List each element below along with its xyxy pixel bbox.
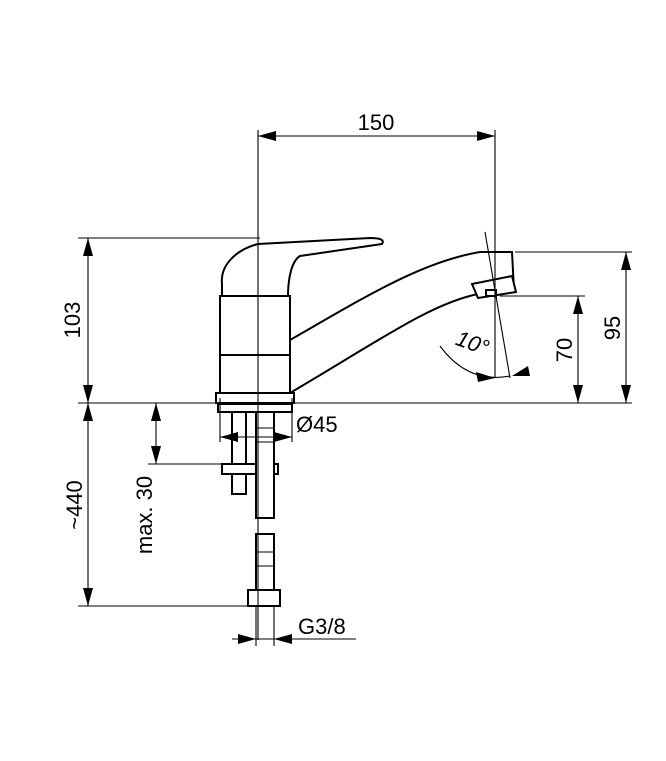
- hose-lower: [255, 533, 275, 591]
- dim-label-150: 150: [358, 110, 395, 135]
- dimension-angle: 10°: [439, 326, 530, 382]
- cartridge-body: [219, 295, 291, 394]
- threaded-rod: [231, 411, 247, 495]
- dim-label-103: 103: [60, 302, 85, 339]
- dim-label-70: 70: [552, 338, 577, 362]
- mounting-assembly: [217, 403, 293, 607]
- spout: [289, 251, 516, 395]
- dimension-height-spout-outer: 95: [600, 252, 631, 403]
- hose-upper: [255, 411, 275, 519]
- hose-nut: [247, 589, 281, 607]
- lever-handle: [220, 236, 384, 297]
- dimension-height-total: 103: [60, 238, 93, 403]
- dimension-height-spout-inner: 70: [552, 296, 583, 403]
- dimension-thread: G3/8: [232, 606, 356, 646]
- dim-label-440: ~440: [62, 480, 87, 530]
- faucet-outline: [215, 236, 518, 404]
- dimension-diameter: Ø45: [219, 398, 338, 442]
- dim-label-angle: 10°: [453, 326, 493, 361]
- dim-label-thread: G3/8: [298, 614, 346, 639]
- dimension-hose-length: ~440: [62, 403, 93, 606]
- dim-label-diameter: Ø45: [296, 412, 338, 437]
- dimension-width-spout: 150: [258, 110, 495, 141]
- dim-label-max30: max. 30: [132, 476, 157, 554]
- clamp-plate: [221, 463, 279, 475]
- base-flange: [215, 392, 295, 404]
- reference-lines: [78, 130, 632, 646]
- mounting-ring: [217, 403, 293, 413]
- dim-label-95: 95: [600, 316, 625, 340]
- dimension-deck-thickness: max. 30: [132, 403, 161, 554]
